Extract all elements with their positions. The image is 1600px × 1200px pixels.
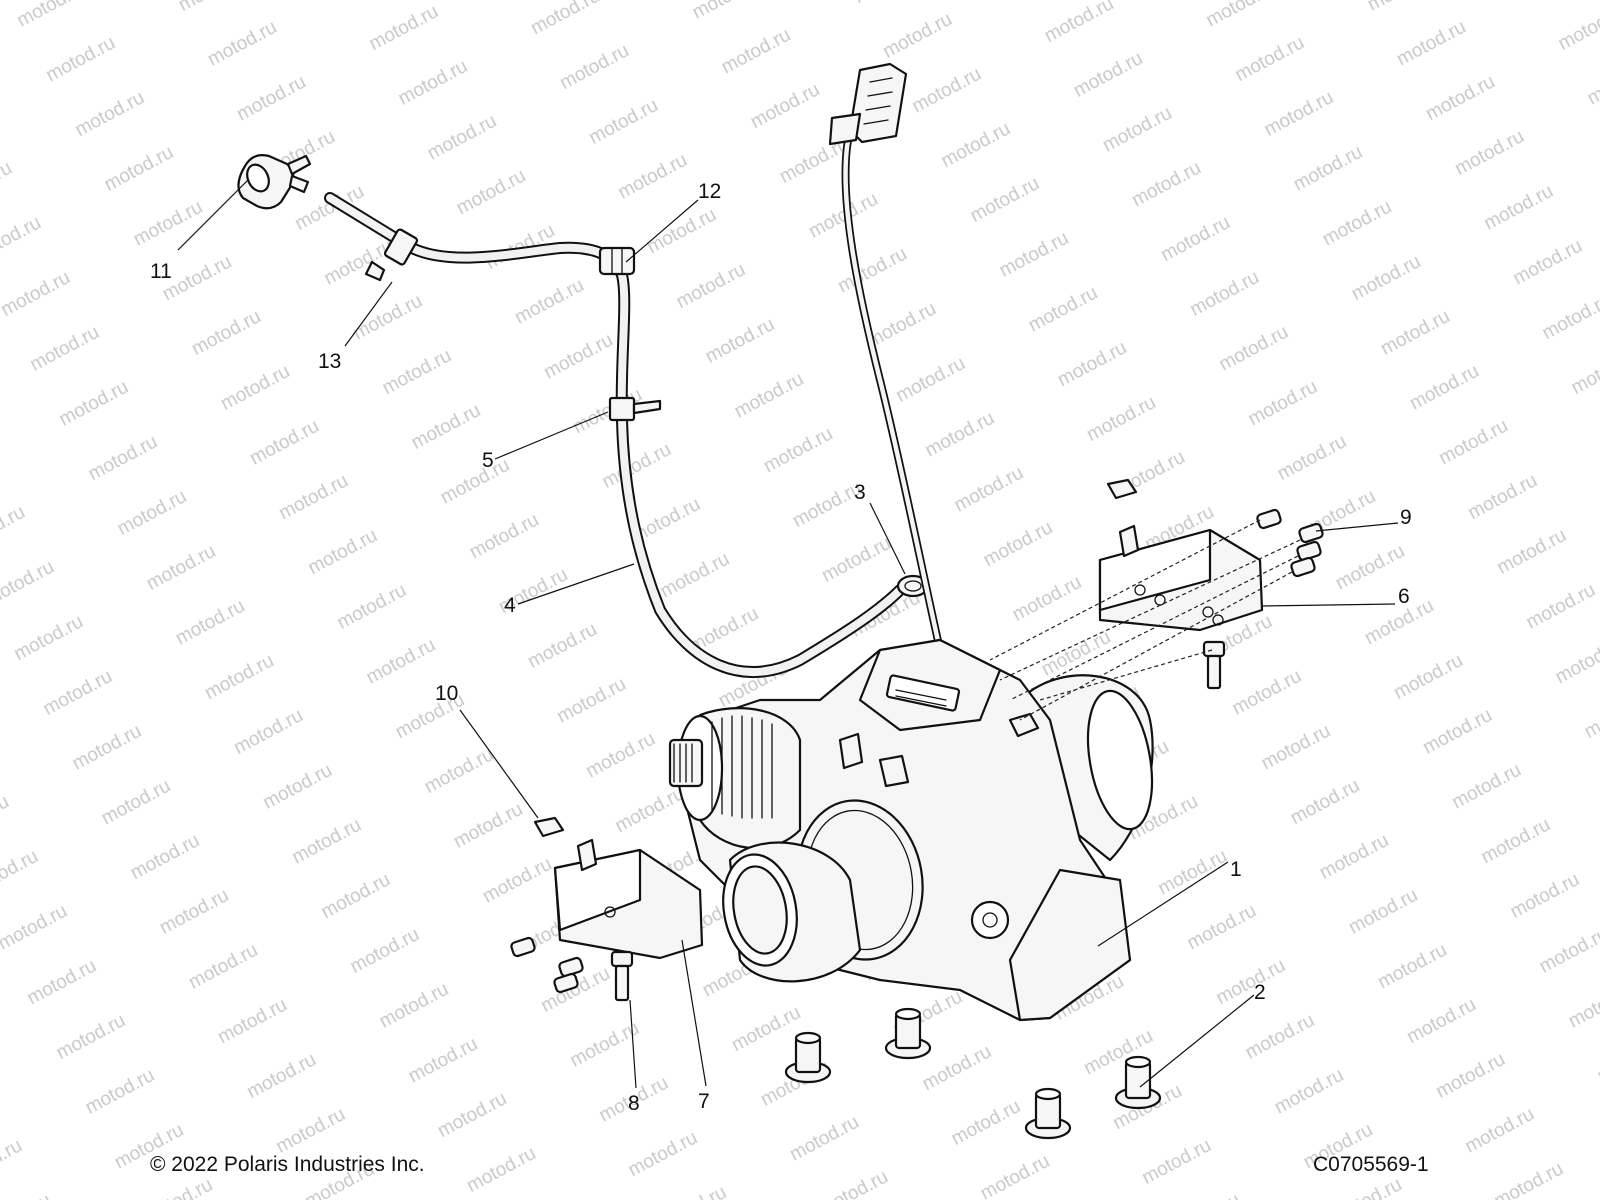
mount-bracket-7 (533, 816, 704, 960)
callout-1: 1 (1230, 858, 1242, 881)
callout-10: 10 (435, 682, 458, 705)
sensor-harness (828, 62, 944, 654)
leader-lines (177, 179, 1399, 1089)
breather-hose (324, 192, 906, 678)
tie-clip-5 (608, 396, 662, 422)
callout-3: 3 (854, 481, 866, 504)
callout-7: 7 (698, 1090, 710, 1113)
breather-vent-11 (237, 154, 312, 210)
hose-clip-13 (364, 228, 419, 282)
mount-bracket-6 (1098, 478, 1264, 632)
bolt-right-bracket (1202, 640, 1226, 690)
callout-12: 12 (698, 180, 721, 203)
callout-4: 4 (504, 594, 516, 617)
hose-clip-12 (598, 246, 636, 276)
callout-2: 2 (1254, 981, 1266, 1004)
flange-bolts-2 (784, 1007, 1162, 1140)
callout-6: 6 (1398, 585, 1410, 608)
callout-11: 11 (150, 260, 172, 283)
screws-9 (1256, 508, 1324, 578)
bolt-8 (610, 950, 634, 1002)
drawing-id: C0705569-1 (1313, 1153, 1429, 1176)
copyright-notice: © 2022 Polaris Industries Inc. (150, 1153, 425, 1176)
callout-9: 9 (1400, 506, 1412, 529)
callout-5: 5 (482, 449, 494, 472)
screws-left (510, 936, 584, 994)
callout-8: 8 (628, 1092, 640, 1115)
callout-13: 13 (318, 350, 341, 373)
callout-labels: 1 2 3 4 5 6 7 8 9 10 11 12 13 (150, 180, 1412, 1115)
gearcase-housing (668, 638, 1154, 1022)
